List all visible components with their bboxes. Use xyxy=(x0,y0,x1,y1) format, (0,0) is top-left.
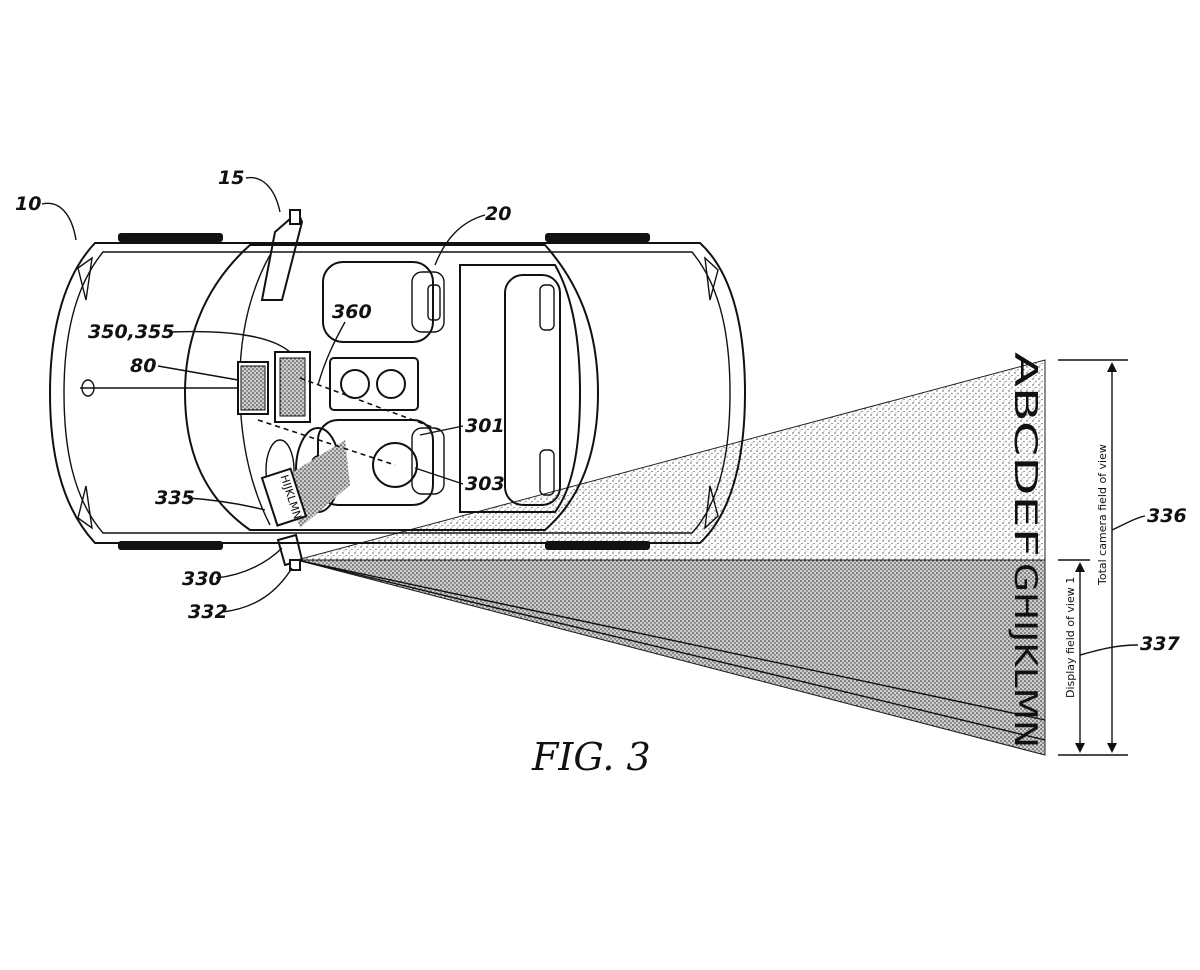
sightline-dashed-2 xyxy=(299,377,441,431)
mirror-mount xyxy=(289,209,301,225)
fov-inner-line xyxy=(296,559,1046,721)
leader-camera-ref xyxy=(317,321,346,386)
wheel-front-right xyxy=(118,541,223,550)
camera-mount xyxy=(289,559,301,571)
side-mirror xyxy=(260,210,304,301)
sign-frame xyxy=(260,467,308,527)
letters-bottom: GHIJKLMN xyxy=(1007,563,1043,748)
vehicle-top-view xyxy=(48,209,747,571)
taillight-right xyxy=(704,485,719,530)
sightline-dashed-1 xyxy=(257,419,396,466)
label-head: 303 xyxy=(465,473,505,495)
headlight-right xyxy=(77,485,93,530)
hood-emblem xyxy=(81,379,95,397)
cabin-outline xyxy=(183,244,600,531)
dim-total-arrow-bottom xyxy=(1107,743,1117,753)
label-display: 350,355 xyxy=(88,321,175,343)
taillight-left xyxy=(704,256,719,301)
vehicle-body-outline xyxy=(48,242,747,544)
label-camera-ref: 360 xyxy=(332,301,372,323)
passenger-seatback xyxy=(411,271,445,333)
driver-seatback xyxy=(411,427,445,495)
label-driver: 301 xyxy=(465,415,505,437)
label-camera-mount: 332 xyxy=(188,601,228,623)
dim-display-arrow-bottom xyxy=(1075,743,1085,753)
rear-headrest-2 xyxy=(539,449,555,496)
leader-vehicle xyxy=(41,202,77,241)
dim-total-arrow-top xyxy=(1107,362,1117,372)
driver-head xyxy=(372,442,418,488)
total-fov-caption: Total camera field of view xyxy=(1096,444,1109,586)
figure-caption: FIG. 3 xyxy=(531,735,651,779)
label-total-fov: 336 xyxy=(1147,505,1187,527)
controller-screen xyxy=(240,365,266,411)
letters-top: ABCDEF xyxy=(1007,352,1043,557)
rear-headrest-1 xyxy=(539,284,555,331)
display-screen xyxy=(279,357,306,417)
wheel-rear-right xyxy=(545,541,650,550)
headlight-left xyxy=(77,256,93,301)
dim-display-arrow-top xyxy=(1075,562,1085,572)
leader-mirror xyxy=(245,176,281,213)
dimension-lines: Total camera field of view Display field… xyxy=(1058,359,1128,756)
label-camera: 330 xyxy=(182,568,222,590)
front-passenger-seat xyxy=(322,261,434,343)
leader-controller xyxy=(157,365,239,381)
cupholder-2 xyxy=(376,369,406,399)
label-mirror: 15 xyxy=(218,167,244,189)
label-seat: 20 xyxy=(485,203,511,225)
camera-housing xyxy=(276,533,304,567)
label-vehicle: 10 xyxy=(15,193,41,215)
target-letters: ABCDEF GHIJKLMN xyxy=(1007,352,1043,748)
leader-display-fov xyxy=(1079,644,1139,656)
reflected-sign: HIJKLMN xyxy=(260,467,308,527)
display-fov-cone xyxy=(296,559,1046,756)
leader-display xyxy=(171,330,291,353)
wheel-front-left xyxy=(118,233,223,242)
rear-bench-seat xyxy=(504,274,561,506)
vehicle-body-inner xyxy=(63,251,731,534)
leader-sign xyxy=(187,497,266,511)
wheel-rear-left xyxy=(545,233,650,242)
fov-inner-line-2 xyxy=(296,559,1046,741)
label-controller: 80 xyxy=(130,355,156,377)
reference-labels: 10 15 20 350,355 80 360 301 303 335 330 … xyxy=(15,167,1187,656)
leader-driver xyxy=(419,425,464,436)
leader-total-fov xyxy=(1111,515,1146,531)
leader-head xyxy=(414,467,464,485)
leader-seat xyxy=(434,214,486,266)
rear-seat-area xyxy=(459,264,582,513)
center-console xyxy=(329,357,419,411)
leader-camera-mount xyxy=(221,567,293,613)
cupholder-1 xyxy=(340,369,370,399)
label-sign: 335 xyxy=(155,487,195,509)
leader-camera xyxy=(215,547,283,579)
label-display-fov: 337 xyxy=(1140,633,1180,655)
passenger-headrest xyxy=(427,284,441,321)
display-fov-caption: Display field of view 1 xyxy=(1064,577,1077,698)
camera-fov-cones xyxy=(295,359,1046,756)
